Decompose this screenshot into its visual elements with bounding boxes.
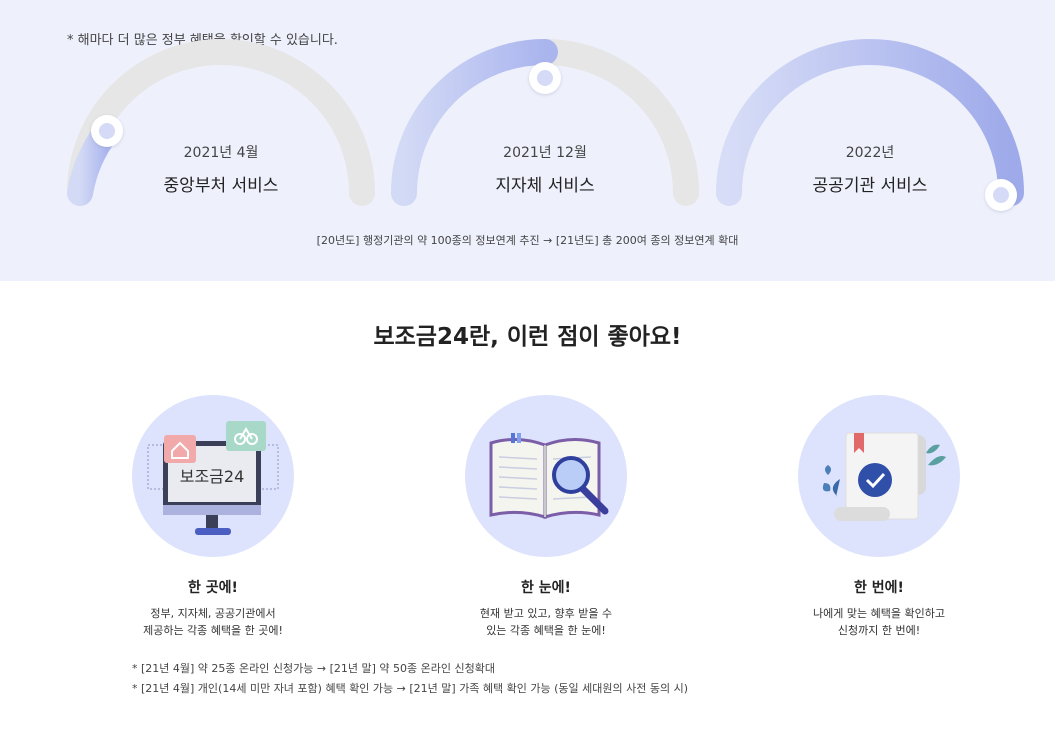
stage-local: 2021년 12월 지자체 서비스: [445, 142, 645, 196]
feature-desc-line: 정부, 지자체, 공공기관에서: [150, 607, 276, 620]
stage-date: 2021년 4월: [183, 145, 259, 161]
feature-desc-line: 있는 각종 혜택을 한 눈에!: [486, 624, 606, 637]
arc-knob-2: [529, 62, 561, 94]
section-headline: 보조금24란, 이런 점이 좋아요!: [373, 324, 682, 350]
stage-central: 2021년 4월 중앙부처 서비스: [121, 142, 321, 196]
feature-circle: 보조금24: [132, 395, 294, 557]
feature-title: 한 곳에!: [188, 580, 238, 596]
stage-title: 지자체 서비스: [495, 176, 595, 196]
arc-progress-3: [716, 39, 1024, 206]
feature-desc-line: 제공하는 각종 혜택을 한 곳에!: [143, 624, 283, 637]
feature-description: 나에게 맞는 혜택을 확인하고 신청까지 한 번에!: [749, 605, 1009, 639]
feature-desc-line: 나에게 맞는 혜택을 확인하고: [813, 607, 945, 620]
feature-at-once: 한 번에! 나에게 맞는 혜택을 확인하고 신청까지 한 번에!: [749, 395, 1009, 639]
stage-date: 2021년 12월: [503, 145, 587, 161]
feature-at-a-glance: 한 눈에! 현재 받고 있고, 향후 받을 수 있는 각종 혜택을 한 눈에!: [416, 395, 676, 639]
timeline-subtext: [20년도] 행정기관의 약 100종의 정보연계 추진 → [21년도] 총 …: [316, 234, 739, 247]
footnotes: * [21년 4월] 약 25종 온라인 신청가능 → [21년 말] 약 50…: [132, 659, 688, 699]
arc-knob-1: [91, 115, 123, 147]
stage-public: 2022년 공공기관 서비스: [770, 142, 970, 196]
footnote-item: * [21년 4월] 개인(14세 미만 자녀 포함) 혜택 확인 가능 → […: [132, 682, 689, 695]
footnote-item: * [21년 4월] 약 25종 온라인 신청가능 → [21년 말] 약 50…: [132, 662, 495, 675]
stage-title: 중앙부처 서비스: [163, 176, 279, 196]
monitor-icon: 보조금24: [147, 421, 279, 535]
feature-description: 정부, 지자체, 공공기관에서 제공하는 각종 혜택을 한 곳에!: [83, 605, 343, 639]
book-magnifier-icon: [489, 433, 609, 520]
feature-title: 한 번에!: [854, 580, 904, 596]
feature-title: 한 눈에!: [521, 580, 571, 596]
feature-desc-line: 신청까지 한 번에!: [837, 624, 921, 637]
monitor-screen-label: 보조금24: [180, 467, 245, 486]
timeline-section: * 해마다 더 많은 정부 혜택을 확인할 수 있습니다. 202: [0, 0, 1055, 281]
stage-title: 공공기관 서비스: [812, 176, 928, 196]
feature-one-place: 보조금24 한 곳에! 정부, 지자체, 공공기관에서 제공하는 각종 혜택을 …: [83, 395, 343, 639]
feature-description: 현재 받고 있고, 향후 받을 수 있는 각종 혜택을 한 눈에!: [416, 605, 676, 639]
arc-knob-3: [985, 179, 1017, 211]
feature-circle: [798, 395, 960, 557]
feature-desc-line: 현재 받고 있고, 향후 받을 수: [479, 607, 613, 620]
timeline-arcs: [67, 39, 1024, 211]
arc-progress-2: [391, 39, 558, 206]
feature-circle: [465, 395, 627, 557]
document-check-icon: [822, 432, 946, 521]
stage-date: 2022년: [845, 145, 895, 161]
